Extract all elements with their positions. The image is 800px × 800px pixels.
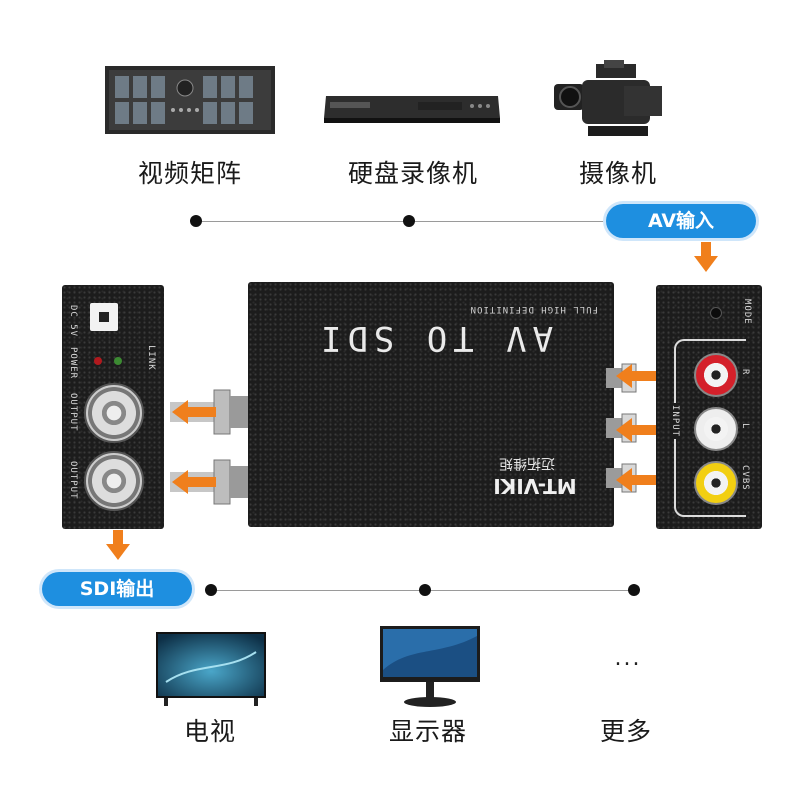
ellipsis-icon: ... bbox=[614, 646, 642, 671]
mode-label: MODE bbox=[742, 299, 752, 325]
arrow-down-icon bbox=[694, 242, 718, 272]
sdi-output-panel: DC 5V POWER OUTPUT OUTPUT LINK bbox=[62, 285, 164, 529]
tv-icon bbox=[156, 632, 266, 708]
output-label-monitor: 显示器 bbox=[388, 717, 467, 746]
sdi-output-badge: SDI输出 bbox=[42, 572, 192, 606]
arrow-left-icon bbox=[172, 400, 216, 424]
brand-logo: MT-VIKI bbox=[493, 474, 577, 498]
dc-5v-label: DC 5V bbox=[68, 305, 78, 338]
arrow-left-icon bbox=[172, 470, 216, 494]
brand-chinese: 迈拓维矩 bbox=[499, 455, 555, 471]
mode-button[interactable] bbox=[710, 307, 722, 319]
dc-power-jack bbox=[90, 303, 118, 331]
input-label: INPUT bbox=[670, 403, 680, 440]
bnc-output-port-2[interactable] bbox=[84, 451, 144, 511]
output-label-2: OUTPUT bbox=[68, 461, 78, 500]
arrow-left-icon bbox=[616, 418, 664, 442]
output-label-tv: 电视 bbox=[183, 717, 236, 746]
rca-label-cvbs: CVBS bbox=[740, 465, 750, 491]
link-led bbox=[114, 357, 122, 365]
link-label: LINK bbox=[146, 345, 156, 371]
rca-input-right[interactable] bbox=[694, 353, 738, 397]
bnc-output-port-1[interactable] bbox=[84, 383, 144, 443]
source-label-video-matrix: 视频矩阵 bbox=[137, 159, 242, 188]
rca-label-r: R bbox=[740, 369, 750, 376]
rca-input-cvbs[interactable] bbox=[694, 461, 738, 505]
av-input-badge: AV输入 bbox=[606, 204, 756, 238]
arrow-down-icon bbox=[106, 530, 130, 560]
input-connector-line bbox=[196, 221, 636, 222]
dvr-icon bbox=[322, 88, 502, 126]
input-node-dot bbox=[403, 215, 415, 227]
device-subtitle: FULL HIGH DEFINITION bbox=[469, 304, 598, 314]
camcorder-icon bbox=[548, 56, 668, 142]
output-node-dot bbox=[205, 584, 217, 596]
video-matrix-icon bbox=[105, 66, 275, 134]
rca-input-left[interactable] bbox=[694, 407, 738, 451]
arrow-left-icon bbox=[616, 468, 664, 492]
output-label-1: OUTPUT bbox=[68, 393, 78, 432]
av-input-panel: MODE INPUT R L CVBS bbox=[656, 285, 762, 529]
output-node-dot bbox=[419, 584, 431, 596]
source-label-dvr: 硬盘录像机 bbox=[347, 159, 478, 188]
power-label: POWER bbox=[68, 347, 78, 380]
input-node-dot bbox=[190, 215, 202, 227]
converter-box: FULL HIGH DEFINITION AV TO SDI 迈拓维矩 MT-V… bbox=[248, 282, 614, 527]
source-label-camcorder: 摄像机 bbox=[578, 159, 657, 188]
rca-label-l: L bbox=[740, 423, 750, 430]
monitor-icon bbox=[380, 626, 480, 708]
arrow-left-icon bbox=[616, 364, 664, 388]
device-title: AV TO SDI bbox=[314, 318, 554, 358]
output-node-dot bbox=[628, 584, 640, 596]
output-label-more: 更多 bbox=[599, 717, 652, 746]
power-led bbox=[94, 357, 102, 365]
